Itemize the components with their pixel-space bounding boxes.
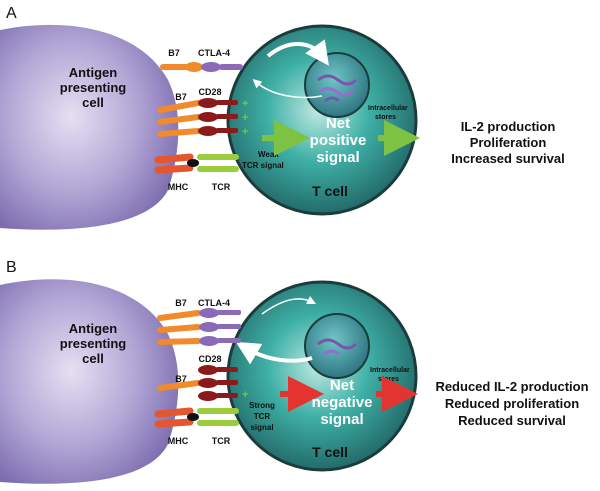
plus-mark: +	[242, 98, 248, 110]
antigen-peptide	[187, 159, 199, 167]
panel-letter: A	[6, 5, 17, 22]
ctla4-head	[199, 322, 219, 332]
calcium-store-mark	[319, 87, 355, 97]
b7-cd28-pair	[157, 365, 238, 401]
outcome-2: Reduced proliferation	[445, 396, 579, 411]
cd28-head	[198, 126, 218, 136]
outcome-1: Reduced IL-2 production	[435, 379, 588, 394]
signal-label-2: TCR	[254, 412, 271, 421]
net-label-2: positive	[310, 132, 367, 149]
plus-mark: +	[242, 389, 248, 401]
b7-ctla4-pairs	[157, 308, 241, 346]
apc-cell	[0, 24, 179, 230]
tcell-label: T cell	[312, 444, 348, 460]
apc-label-2: presenting	[60, 80, 127, 95]
apc-label-3: cell	[82, 95, 104, 110]
stores-label-2: stores	[375, 114, 396, 121]
signal-arrow-from-stores	[235, 341, 313, 365]
signal-label-2: TCR signal	[242, 161, 284, 170]
apc-label-1: Antigen	[69, 321, 117, 336]
net-label-3: signal	[316, 149, 359, 166]
outcome-2: Proliferation	[470, 135, 547, 150]
signal-arrow-to-stores	[266, 39, 329, 66]
outcome-3: Reduced survival	[458, 413, 566, 428]
net-label-2: negative	[312, 394, 373, 411]
ctla4-label: CTLA-4	[198, 48, 230, 58]
b7-cd28-pairs	[157, 98, 238, 137]
signal-label-3: signal	[250, 423, 273, 432]
apc-label-3: cell	[82, 351, 104, 366]
tcell-label: T cell	[312, 183, 348, 199]
ctla4-head	[201, 62, 221, 72]
mhc-label: MHC	[168, 436, 189, 446]
mhc-tcr-pair	[154, 407, 239, 428]
outcome-1: IL-2 production	[461, 119, 556, 134]
ctla4-head	[199, 336, 219, 346]
tcr-label: TCR	[212, 436, 231, 446]
calcium-store-mark	[317, 74, 358, 86]
plus-mark: +	[242, 112, 248, 124]
calcium-store-mark	[324, 96, 340, 103]
panel-letter: B	[6, 259, 17, 276]
cd28-head	[198, 378, 218, 388]
net-label-1: Net	[330, 377, 354, 394]
signal-arrow-from-stores	[252, 79, 323, 99]
stores-label-1: Intracellular	[368, 105, 408, 112]
b7-head	[185, 62, 203, 72]
b7-label-top: B7	[175, 298, 187, 308]
cd28-label: CD28	[198, 87, 221, 97]
ctla4-label: CTLA-4	[198, 298, 230, 308]
panel-b: B Antigen presenting cell B7 CTLA-4	[0, 259, 589, 484]
ctla4-head	[199, 308, 219, 318]
antigen-peptide	[187, 413, 199, 421]
panel-a: A Antigen presenting cell B7 CTLA-4	[0, 5, 565, 230]
signal-label-1: Strong	[249, 401, 275, 410]
tcr-label: TCR	[212, 182, 231, 192]
stores-label-1: Intracellular	[370, 367, 410, 374]
ctla4-molecule	[219, 64, 243, 70]
mhc-tcr-pair	[154, 153, 239, 174]
calcium-store-mark	[317, 338, 358, 350]
plus-mark: +	[242, 126, 248, 138]
apc-label-2: presenting	[60, 336, 127, 351]
b7-ctla4-pair	[160, 62, 243, 72]
intracellular-stores-nucleus	[304, 313, 370, 379]
mhc-label: MHC	[168, 182, 189, 192]
stores-label-2: stores	[378, 376, 399, 383]
outcome-3: Increased survival	[451, 151, 564, 166]
net-label-1: Net	[326, 115, 350, 132]
net-label-3: signal	[320, 411, 363, 428]
signal-label-1: Weak	[258, 150, 279, 159]
apc-label-1: Antigen	[69, 65, 117, 80]
b7-label-mid: B7	[175, 374, 187, 384]
calcium-store-mark	[323, 349, 340, 356]
signal-arrow-to-stores	[261, 295, 317, 315]
cd28-head	[198, 112, 218, 122]
apc-cell	[0, 279, 179, 484]
b7-label-mid: B7	[175, 92, 187, 102]
cd28-label: CD28	[198, 354, 221, 364]
cd28-head	[198, 98, 218, 108]
b7-label-top: B7	[168, 48, 180, 58]
intracellular-stores-nucleus	[304, 52, 370, 118]
b7-molecule	[160, 64, 190, 70]
